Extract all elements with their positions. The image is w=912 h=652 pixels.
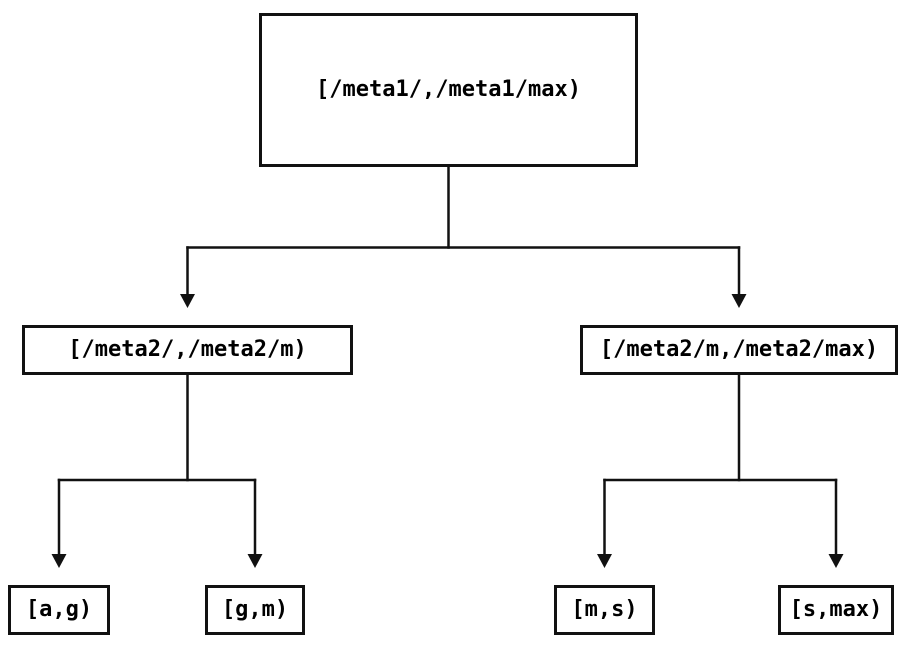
- arrowhead-down-icon: [180, 294, 195, 308]
- node-leaf-ag: [a,g): [8, 585, 110, 635]
- arrowhead-down-icon: [247, 554, 263, 568]
- node-leaf-ag-label: [a,g): [25, 597, 93, 622]
- node-leaf-ms: [m,s): [554, 585, 655, 635]
- node-leaf-smax-label: [s,max): [789, 597, 883, 622]
- arrowhead-down-icon: [597, 554, 612, 568]
- node-meta2-left: [/meta2/,/meta2/m): [22, 325, 353, 375]
- node-root: [/meta1/,/meta1/max): [259, 13, 638, 167]
- node-leaf-ms-label: [m,s): [571, 597, 638, 622]
- node-meta2-right-label: [/meta2/m,/meta2/max): [599, 337, 879, 362]
- node-root-label: [/meta1/,/meta1/max): [316, 77, 581, 102]
- node-leaf-gm-label: [g,m): [221, 597, 289, 622]
- node-leaf-gm: [g,m): [205, 585, 305, 635]
- node-leaf-smax: [s,max): [778, 585, 894, 635]
- arrowhead-down-icon: [51, 554, 67, 568]
- arrowhead-down-icon: [731, 294, 747, 308]
- arrowhead-down-icon: [828, 554, 844, 568]
- node-meta2-left-label: [/meta2/,/meta2/m): [68, 337, 307, 362]
- node-meta2-right: [/meta2/m,/meta2/max): [580, 325, 898, 375]
